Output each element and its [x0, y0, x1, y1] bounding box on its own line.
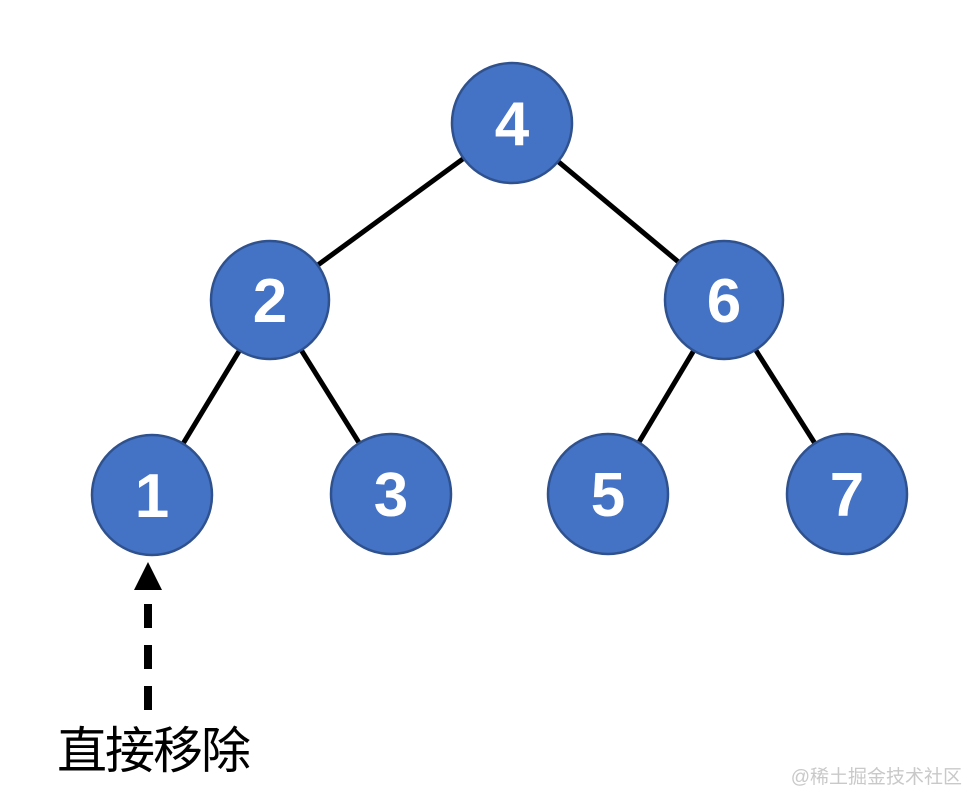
node-value-1: 1	[135, 462, 169, 531]
annotation-label: 直接移除	[57, 723, 250, 779]
tree-node-6: 6	[663, 239, 785, 361]
tree-node-2: 2	[209, 239, 331, 361]
tree-node-5: 5	[546, 432, 670, 556]
node-circle-1	[90, 433, 214, 557]
node-circle-2	[209, 239, 331, 361]
tree-nodes: 4 2 6 1 3 5 7	[90, 61, 909, 557]
node-circle-7	[785, 432, 909, 556]
node-value-3: 3	[374, 461, 408, 530]
tree-node-7: 7	[785, 432, 909, 556]
node-circle-6	[663, 239, 785, 361]
watermark: @稀土掘金技术社区	[791, 766, 962, 788]
remove-annotation-arrow	[134, 562, 162, 710]
node-value-4: 4	[495, 90, 530, 159]
node-circle-4	[450, 61, 574, 185]
node-circle-5	[546, 432, 670, 556]
node-value-7: 7	[830, 461, 864, 530]
tree-node-4: 4	[450, 61, 574, 185]
node-value-6: 6	[707, 267, 741, 336]
node-circle-3	[329, 432, 453, 556]
arrow-head-icon	[134, 562, 162, 590]
tree-node-1: 1	[90, 433, 214, 557]
tree-node-3: 3	[329, 432, 453, 556]
node-value-2: 2	[253, 267, 287, 336]
node-value-5: 5	[591, 461, 625, 530]
